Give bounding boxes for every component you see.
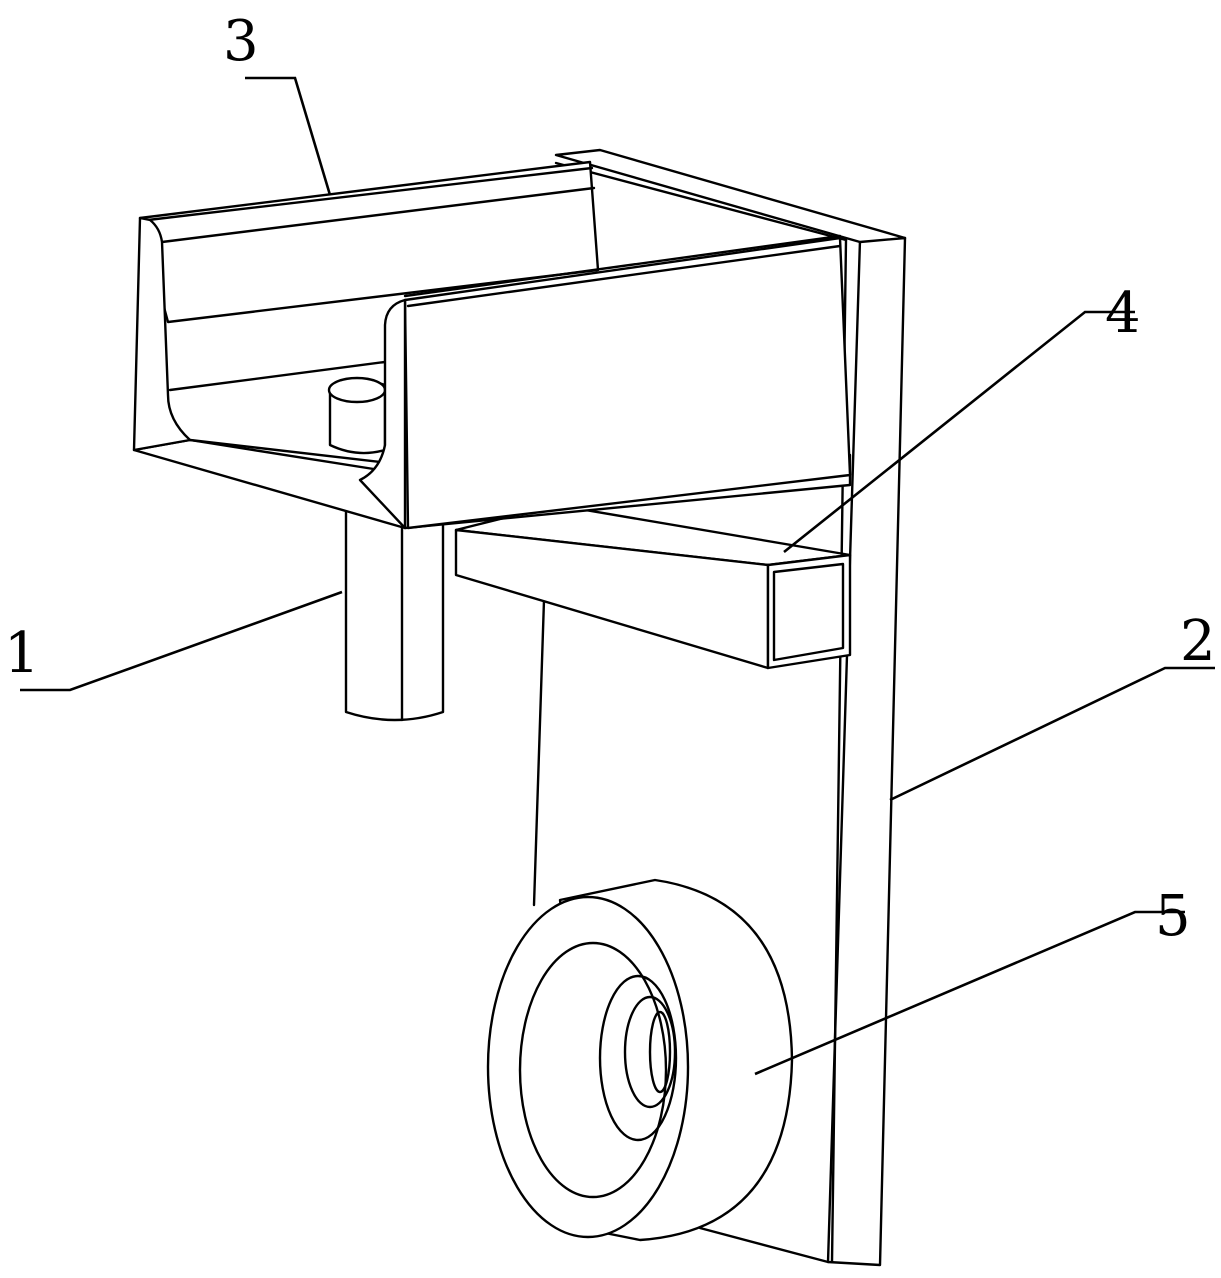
leader-3 [245, 76, 332, 196]
u-channel-bracket [132, 160, 852, 530]
square-tube [454, 503, 852, 670]
leader-5 [754, 910, 1185, 1076]
label-part-5: 5 [1155, 884, 1191, 949]
wheel [486, 878, 794, 1242]
label-part-3: 3 [223, 9, 259, 74]
leader-2 [889, 666, 1215, 802]
label-part-1: 1 [4, 621, 40, 686]
leader-1 [20, 590, 343, 692]
mounting-strip [532, 598, 546, 907]
leader-4 [783, 310, 1135, 554]
leader-lines [20, 76, 1215, 1076]
vertical-post [344, 493, 445, 722]
label-part-4: 4 [1105, 281, 1141, 346]
part-labels: 1 2 3 4 5 [4, 9, 1216, 949]
back-plate [554, 148, 907, 1267]
cylinder-boss [327, 376, 387, 455]
label-part-2: 2 [1180, 609, 1216, 674]
